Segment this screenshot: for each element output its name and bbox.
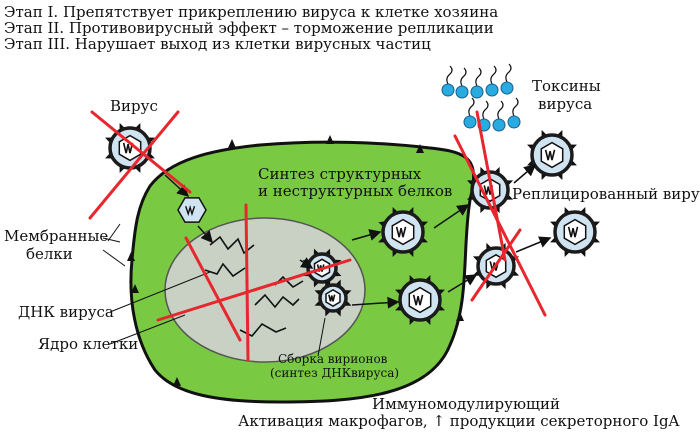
virus-label: Вирус: [110, 97, 158, 115]
stage-2-text: Этап II. Противовирусный эффект – тормож…: [4, 19, 494, 37]
stage-1-text: Этап I. Препятствует прикреплению вируса…: [4, 3, 499, 21]
immunomodulating-label: Иммуномодулирующий: [372, 395, 560, 413]
block-cross-icon: [453, 134, 547, 317]
arrow-icon: [433, 204, 470, 229]
block-cross-icon: [475, 110, 507, 262]
stage-list: Этап I. Препятствует прикреплению вируса…: [4, 3, 499, 53]
arrow-icon: [513, 164, 537, 184]
toxin-icon: [441, 65, 455, 97]
arrow-icon: [299, 257, 314, 269]
arrow-icon: [351, 296, 400, 309]
toxin-icon: [455, 67, 469, 99]
label-pointers: [102, 223, 326, 357]
block-cross-icon: [88, 110, 180, 220]
block-cross-icon: [470, 228, 522, 302]
toxin-icon: [463, 97, 477, 129]
inhibition-marks: [88, 110, 547, 362]
toxin-icon: [500, 63, 514, 95]
membrane-label-line2: белки: [26, 245, 73, 263]
virion-icon: [177, 197, 207, 223]
block-cross-icon: [156, 258, 352, 322]
replicated-virus-label: Реплицированный вирус: [512, 185, 700, 203]
virus-icon: [550, 207, 600, 257]
block-cross-icon: [184, 236, 242, 342]
virus-icon: [527, 130, 577, 180]
toxin-icon: [485, 65, 499, 97]
virus-icon: [395, 275, 445, 325]
arrow-icon: [515, 236, 552, 253]
assembly-label-line1: Сборка вирионов: [278, 352, 388, 366]
membrane-label-line1: Мембранные: [4, 227, 109, 245]
virus-icon: [378, 207, 428, 257]
virus-toxins: [441, 63, 521, 132]
cell-nucleus-label: Ядро клетки: [38, 335, 139, 353]
arrow-icon: [197, 225, 213, 244]
membrane-proteins: [127, 135, 464, 386]
assembly-label-line2: (синтез ДНКвируса): [270, 366, 400, 380]
toxin-icon: [470, 67, 484, 99]
toxins-label-line1: Токсины: [532, 77, 601, 95]
arrow-icon: [351, 229, 382, 241]
block-cross-icon: [244, 203, 250, 362]
synthesis-label-line2: и неструктурных белков: [258, 182, 453, 200]
flow-arrows: [164, 164, 552, 309]
immune-activation-label: Активация макрофагов, ↑ продукции секрет…: [238, 412, 680, 430]
synthesis-label-line1: Синтез структурных: [258, 165, 422, 183]
toxin-icon: [492, 100, 506, 132]
toxin-icon: [507, 97, 521, 129]
toxins-label-line2: вируса: [538, 95, 593, 113]
arrow-icon: [164, 174, 190, 198]
virus-icon: [314, 279, 352, 317]
block-cross-icon: [90, 110, 192, 194]
arrow-icon: [447, 274, 478, 293]
viral-dna-label: ДНК вируса: [18, 303, 114, 321]
stage-3-text: Этап III. Нарушает выход из клетки вирус…: [4, 35, 431, 53]
